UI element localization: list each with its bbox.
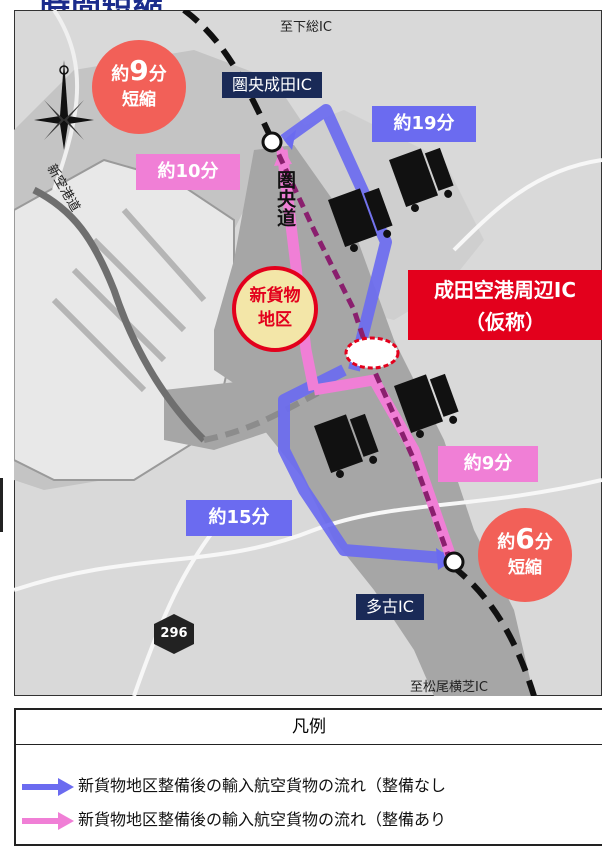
ken-o-road-label: 圏央道 — [274, 170, 296, 227]
connector-road-dashed — [203, 387, 326, 443]
left-edge-bar — [0, 478, 3, 532]
truck-icon — [328, 187, 393, 253]
legend-item-blue: 新貨物地区整備後の輸入航空貨物の流れ（整備なし — [22, 772, 446, 796]
pink-time-south: 約9分 — [438, 446, 538, 482]
local-road — [452, 158, 602, 252]
pink-time-north: 約10分 — [136, 154, 240, 190]
narita-ic-label: 圏央成田IC — [222, 72, 322, 98]
blue-arrowhead-north — [284, 130, 296, 150]
ken-o-road-south — [450, 563, 537, 696]
pink-route-north — [276, 149, 320, 392]
ken-o-road-new — [269, 138, 455, 567]
tako-ic-marker — [443, 551, 465, 573]
truck-icon — [389, 147, 454, 213]
truck-icon — [314, 413, 379, 479]
pink-arrow-icon — [22, 811, 74, 830]
local-road — [52, 10, 80, 191]
blue-arrow-icon — [22, 777, 74, 796]
local-road — [132, 528, 216, 696]
proposed-ic-label: 成田空港周辺IC （仮称） — [408, 270, 602, 340]
legend-title: 凡例 — [16, 710, 602, 745]
pink-arrowhead-north — [274, 146, 292, 166]
pink-route-south — [313, 374, 458, 562]
development-area — [164, 380, 274, 450]
legend-item-pink: 新貨物地区整備後の輸入航空貨物の流れ（整備あり — [22, 806, 446, 830]
saving-circle-north: 約9分 短縮 — [92, 40, 186, 134]
truck-icon — [394, 373, 459, 439]
shinkuko-road — [32, 186, 207, 443]
compass-icon — [34, 60, 94, 150]
ken-o-road-north — [182, 10, 275, 142]
blue-route-south — [278, 364, 445, 564]
new-cargo-area-label: 新貨物 地区 — [232, 266, 318, 352]
tako-ic-label: 多古IC — [356, 594, 424, 620]
blue-time-north: 約19分 — [372, 106, 476, 142]
runway-lines — [51, 208, 207, 393]
map-panel: 至下総IC 至松尾横芝IC 新空港道 圏央道 圏央成田IC 多古IC 約19分 … — [14, 10, 602, 696]
narita-ic-marker — [261, 131, 283, 153]
legend: 凡例 新貨物地区整備後の輸入航空貨物の流れ（整備なし 新貨物地区整備後の輸入航空… — [14, 708, 602, 846]
blue-time-south: 約15分 — [186, 500, 292, 536]
local-road — [14, 478, 602, 592]
route-296-badge: 296 — [154, 614, 194, 654]
saving-circle-south: 約6分 短縮 — [478, 508, 572, 602]
to-shimofusa-label: 至下総IC — [280, 20, 332, 35]
blue-route-north — [280, 104, 392, 372]
to-matsuo-label: 至松尾横芝IC — [410, 680, 488, 695]
proposed-ic-marker — [344, 336, 400, 370]
